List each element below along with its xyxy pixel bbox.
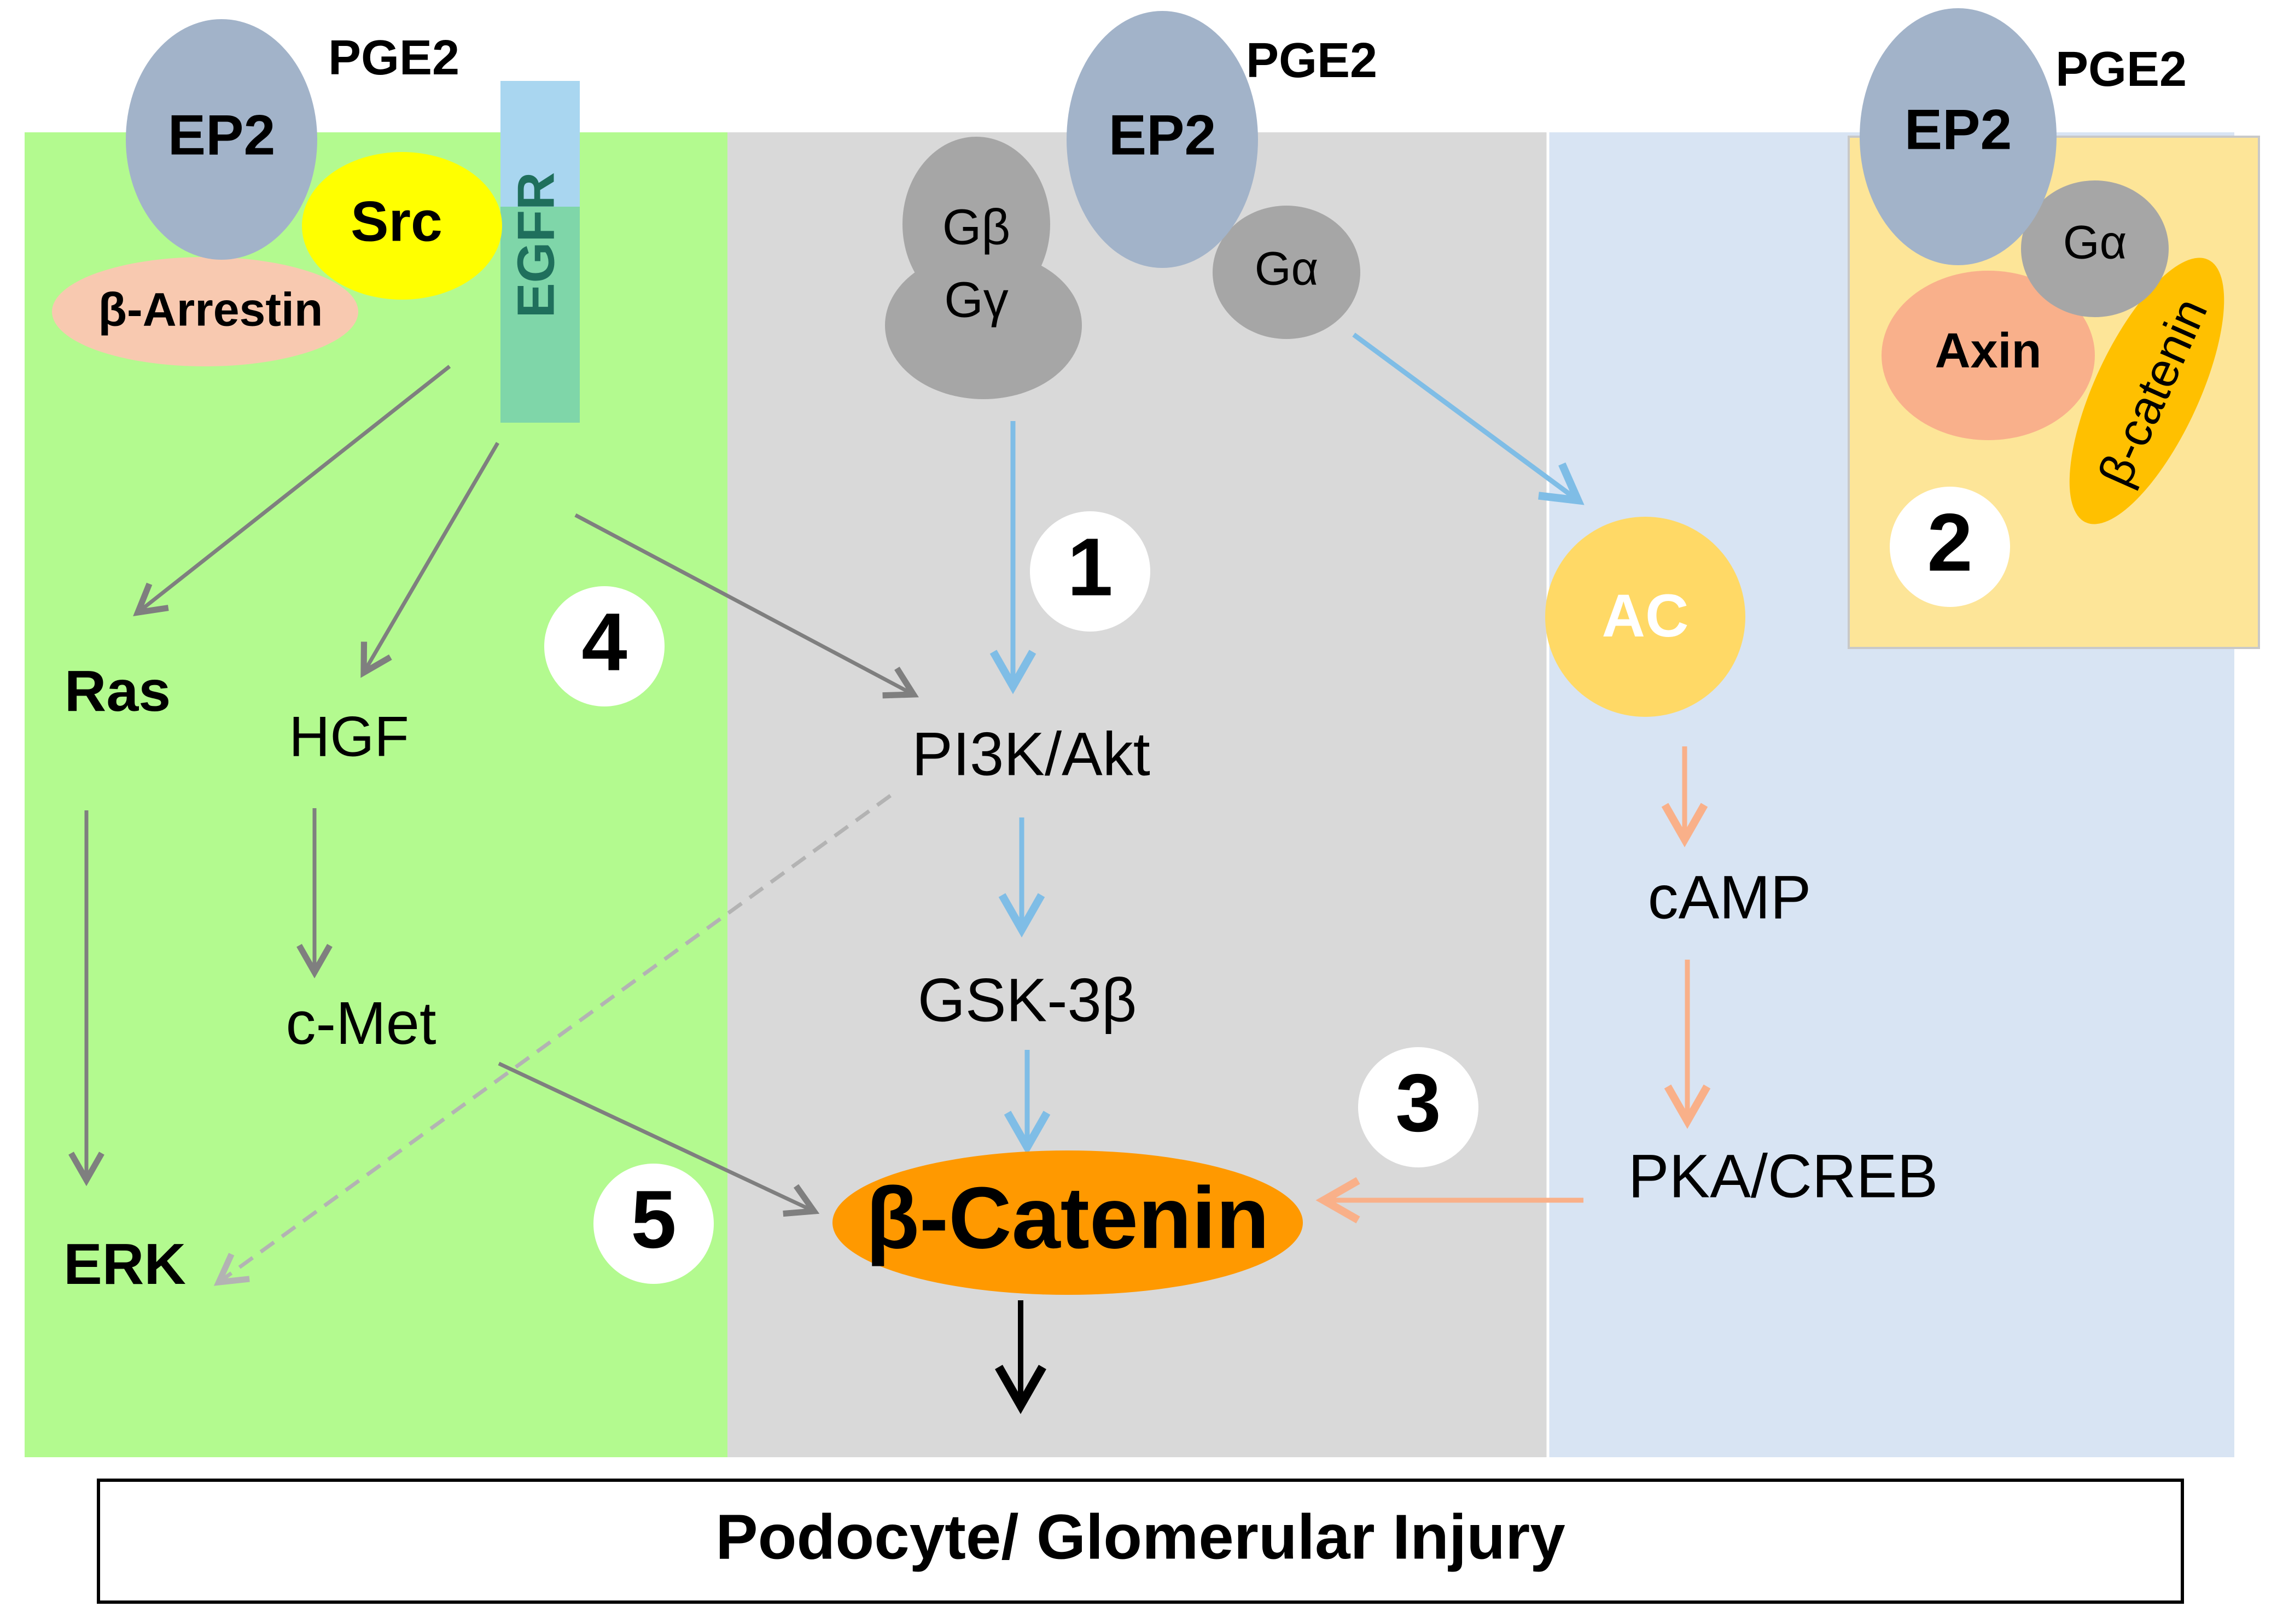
g-alpha-label-right: Gα: [2063, 217, 2127, 269]
ep2-receptor-left: [126, 19, 317, 260]
pathway-badge-3: [1358, 1047, 1478, 1167]
cmet-label: c-Met: [286, 990, 436, 1057]
pathway-badge-2: [1890, 487, 2010, 607]
g-beta-label: Gβ: [942, 199, 1010, 255]
ep2-receptor-right: [1860, 8, 2057, 265]
pge2-label-middle: PGE2: [1246, 33, 1377, 88]
ep2-label-right: EP2: [1905, 98, 2012, 161]
hgf-label: HGF: [289, 705, 409, 768]
pka-creb-label: PKA/CREB: [1628, 1142, 1938, 1211]
arrow-egfr-to-ras: [133, 365, 451, 616]
arrow-pi3k-to-erk-dashed: [213, 794, 892, 1286]
ep2-label-middle: EP2: [1109, 103, 1216, 167]
badge-2-label: 2: [1927, 496, 1972, 588]
g-gamma-label: Gγ: [944, 272, 1009, 328]
erk-label: ERK: [63, 1232, 186, 1296]
ep2-label-left: EP2: [168, 103, 276, 167]
badge-3-label: 3: [1395, 1057, 1441, 1149]
outcome-label: Podocyte/ Glomerular Injury: [715, 1502, 1565, 1573]
g-alpha-node-right: [2021, 180, 2169, 317]
ac-label: AC: [1602, 582, 1689, 650]
pi3k-akt-label: PI3K/Akt: [912, 720, 1150, 788]
src-node: [302, 152, 502, 300]
camp-label: cAMP: [1648, 863, 1812, 932]
axin-node: [1882, 271, 2095, 440]
egfr-receptor-top: [500, 81, 580, 207]
src-label: Src: [351, 190, 442, 253]
outcome-box: [97, 1479, 2184, 1604]
beta-catenin-small-node: [2069, 258, 2224, 524]
g-alpha-node-middle: [1213, 206, 1360, 339]
ep2-receptor-middle: [1067, 11, 1258, 268]
gsk-3b-label: GSK-3β: [918, 966, 1137, 1035]
pathway-badge-5: [593, 1164, 714, 1284]
arrow-egfr-to-hgf: [360, 442, 500, 678]
beta-arrestin-node: [52, 257, 358, 366]
g-alpha-label-middle: Gα: [1255, 243, 1319, 295]
pathway-badge-4: [544, 586, 665, 706]
beta-catenin-main-label: β-Catenin: [866, 1169, 1269, 1266]
beta-catenin-main-node: [832, 1150, 1303, 1295]
arrow-galpha-to-ac: [1352, 332, 1585, 505]
badge-5-label: 5: [631, 1173, 676, 1265]
pge2-label-left: PGE2: [328, 31, 459, 85]
beta-arrestin-label: β-Arrestin: [98, 284, 323, 336]
badge-4-label: 4: [581, 596, 627, 688]
badge-1-label: 1: [1067, 521, 1113, 613]
ac-node: [1545, 517, 1745, 717]
arrow-cmet-to-catenin: [498, 1061, 820, 1217]
pathway-badge-1: [1030, 511, 1150, 632]
pge2-label-right: PGE2: [2055, 42, 2187, 97]
egfr-label: EGFR: [506, 172, 565, 318]
ras-label: Ras: [65, 659, 171, 723]
axin-label: Axin: [1935, 324, 2041, 378]
arrow-egfr-to-pi3k: [574, 513, 919, 699]
g-gamma-node: [885, 252, 1082, 399]
